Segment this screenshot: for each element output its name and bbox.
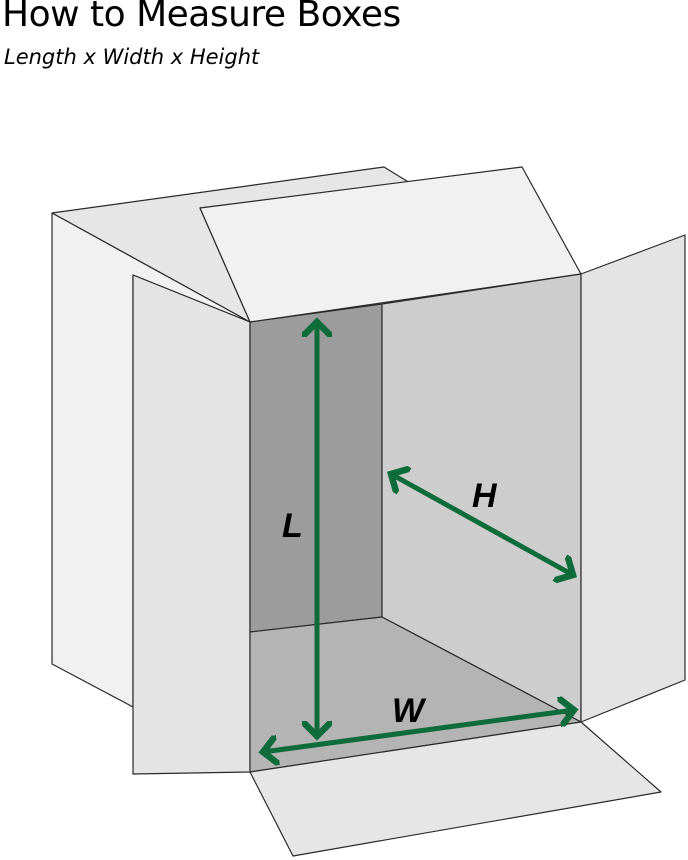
left-front-flap: [132, 274, 251, 775]
width-arrow: [263, 710, 574, 752]
right-side-flap: [580, 234, 686, 723]
height-arrow: [391, 474, 573, 575]
page-title: How to Measure Boxes: [2, 0, 401, 35]
height-label: H: [472, 477, 498, 515]
page-subtitle: Length x Width x Height: [4, 45, 260, 69]
length-label: L: [282, 507, 303, 545]
width-label: W: [392, 692, 427, 730]
